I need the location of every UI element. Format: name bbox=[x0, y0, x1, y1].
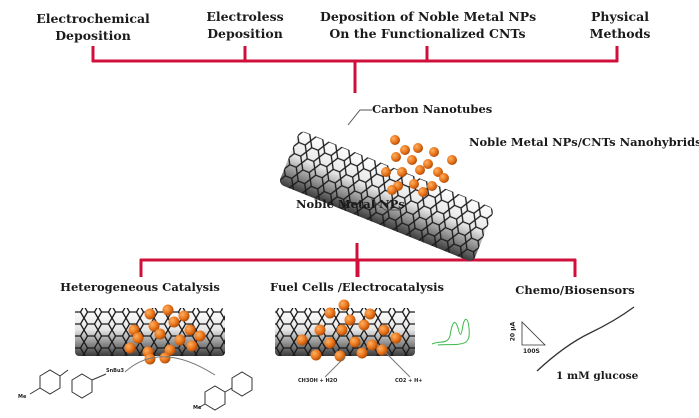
nanoparticle bbox=[439, 173, 449, 183]
catalysis-arc bbox=[124, 356, 216, 376]
nanohybrids-label: Noble Metal NPs/CNTs Nanohybrids bbox=[469, 135, 699, 149]
nanoparticle bbox=[174, 334, 186, 346]
nanoparticle bbox=[168, 316, 180, 328]
method-electrochemical-deposition: Electrochemical Deposition bbox=[28, 10, 158, 44]
app-biosensors-title: Chemo/Biosensors bbox=[515, 283, 635, 297]
nanoparticle bbox=[124, 342, 136, 354]
nanoparticle bbox=[413, 143, 423, 153]
glucose-response-trace bbox=[536, 306, 635, 372]
nanoparticle bbox=[409, 179, 419, 189]
nanoparticle bbox=[178, 310, 190, 322]
nanoparticle bbox=[144, 353, 156, 365]
method-line1: Electrochemical bbox=[36, 11, 150, 26]
nanoparticle bbox=[376, 344, 388, 356]
nanoparticle bbox=[366, 339, 378, 351]
method-deposition-functionalized: Deposition of Noble Metal NPs On the Fun… bbox=[320, 8, 537, 42]
nanoparticle bbox=[186, 340, 198, 352]
nanoparticle bbox=[162, 304, 174, 316]
nanoparticle bbox=[338, 299, 350, 311]
nanoparticle bbox=[349, 336, 361, 348]
biaryl-product-structure bbox=[197, 371, 253, 411]
nanoparticle bbox=[407, 155, 417, 165]
method-line2: Deposition bbox=[207, 26, 283, 41]
app-heterogeneous-catalysis-title: Heterogeneous Catalysis bbox=[60, 280, 220, 294]
nanoparticle bbox=[184, 324, 196, 336]
nanoparticle bbox=[358, 319, 370, 331]
nanoparticle bbox=[324, 307, 336, 319]
nanoparticle bbox=[324, 337, 336, 349]
nanoparticle bbox=[397, 167, 407, 177]
reactants-label: CH3OH + H2O bbox=[298, 378, 338, 384]
nanoparticle bbox=[378, 324, 390, 336]
nanoparticle bbox=[390, 332, 402, 344]
nanoparticle bbox=[310, 349, 322, 361]
nanoparticle bbox=[148, 320, 160, 332]
scale-y-label: 20 μA bbox=[509, 321, 517, 342]
method-electroless-deposition: Electroless Deposition bbox=[195, 8, 295, 42]
center-nanotube bbox=[280, 131, 493, 261]
nanoparticle bbox=[144, 308, 156, 320]
fuelcell-nanoparticles bbox=[296, 299, 402, 362]
scale-x-label: 100S bbox=[523, 348, 540, 355]
cv-curve bbox=[431, 318, 470, 346]
substituent-label-1: Me bbox=[18, 394, 27, 400]
reactant-leader bbox=[324, 356, 346, 378]
method-line2: On the Functionalized CNTs bbox=[329, 26, 526, 41]
method-line1: Physical bbox=[591, 9, 649, 24]
method-line1: Deposition of Noble Metal NPs bbox=[320, 9, 537, 24]
products-label: CO2 + H+ bbox=[395, 378, 423, 384]
carbon-nanotubes-label: Carbon Nanotubes bbox=[372, 102, 493, 116]
nanoparticle bbox=[164, 344, 176, 356]
substituent-label-2: Me bbox=[193, 405, 202, 411]
nanoparticle bbox=[314, 324, 326, 336]
scale-triangle bbox=[521, 321, 546, 346]
nanoparticle bbox=[154, 328, 166, 340]
glucose-response-curve bbox=[538, 306, 649, 373]
noble-metal-nps-leader bbox=[371, 199, 400, 211]
aryl-halide-structure bbox=[29, 369, 69, 395]
method-line2: Methods bbox=[589, 26, 651, 41]
center-nanoparticles bbox=[381, 135, 457, 197]
nanoparticle bbox=[334, 350, 346, 362]
nanoparticle bbox=[415, 165, 425, 175]
nanoparticle bbox=[418, 187, 428, 197]
nanoparticle bbox=[447, 155, 457, 165]
product-leader bbox=[384, 351, 411, 378]
nanoparticle bbox=[194, 330, 206, 342]
method-line2: Deposition bbox=[55, 28, 131, 43]
nanoparticle bbox=[390, 135, 400, 145]
nanoparticle bbox=[387, 185, 397, 195]
app-fuel-cells-title: Fuel Cells /Electrocatalysis bbox=[270, 280, 444, 294]
nanoparticle bbox=[344, 314, 356, 326]
nanoparticle bbox=[427, 181, 437, 191]
nanoparticle bbox=[381, 167, 391, 177]
method-line1: Electroless bbox=[206, 9, 284, 24]
nanoparticle bbox=[400, 145, 410, 155]
nanoparticle bbox=[364, 308, 376, 320]
nanoparticle bbox=[132, 332, 144, 344]
noble-metal-nps-label: Noble Metal NPs bbox=[296, 197, 405, 211]
nanoparticle bbox=[429, 147, 439, 157]
organotin-label: SnBu3 bbox=[106, 368, 125, 374]
carbon-nanotubes-leader bbox=[347, 109, 372, 126]
glucose-caption: 1 mM glucose bbox=[556, 370, 639, 382]
catalysis-nanoparticles bbox=[124, 304, 206, 365]
organotin-structure bbox=[71, 373, 107, 399]
nanoparticle bbox=[356, 347, 368, 359]
nanoparticle bbox=[296, 334, 308, 346]
nanoparticle bbox=[336, 324, 348, 336]
method-physical-methods: Physical Methods bbox=[575, 8, 665, 42]
nanoparticle bbox=[423, 159, 433, 169]
nanoparticle bbox=[159, 352, 171, 364]
nanoparticle bbox=[391, 152, 401, 162]
